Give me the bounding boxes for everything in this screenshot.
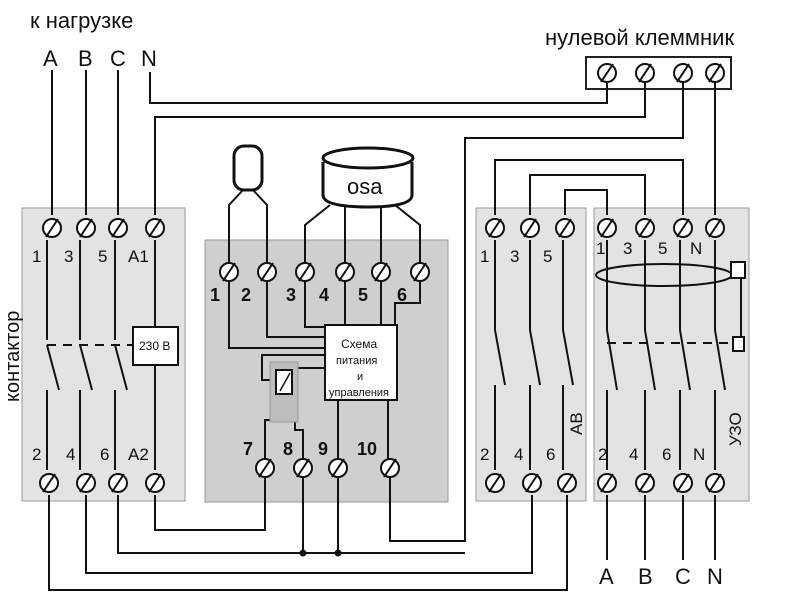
breaker-top-3: 3 xyxy=(510,247,519,266)
terminal-screw xyxy=(597,473,617,493)
terminal-screw xyxy=(371,262,391,282)
load-phase-c: C xyxy=(110,46,126,71)
contactor-label: контактор xyxy=(2,311,24,402)
rcd-bottom-6: 6 xyxy=(662,445,671,464)
contactor-bottom-6: 6 xyxy=(100,445,109,464)
terminal-screw xyxy=(76,218,96,238)
control-box-line-2: питания xyxy=(336,355,377,367)
terminal-screw xyxy=(328,458,348,478)
rcd-sensor-coil xyxy=(730,261,746,279)
contactor-top-1: 1 xyxy=(32,247,41,266)
relay-bottom-9: 9 xyxy=(318,439,328,459)
load-phase-b: B xyxy=(78,46,93,71)
rcd-top-1: 1 xyxy=(596,239,605,258)
control-box-line-3: и xyxy=(357,371,363,383)
terminal-screw xyxy=(673,473,693,493)
relay-top-5: 5 xyxy=(358,285,368,305)
breaker-top-1: 1 xyxy=(480,247,489,266)
terminal-screw xyxy=(410,262,430,282)
terminal-screw xyxy=(485,218,505,238)
relay-top-2: 2 xyxy=(241,285,251,305)
terminal-screw xyxy=(39,473,59,493)
terminal-screw xyxy=(597,218,617,238)
terminal-screw xyxy=(380,458,400,478)
breaker-label: АВ xyxy=(567,412,586,435)
contactor-bottom-2: 2 xyxy=(32,445,41,464)
osa-label: osa xyxy=(347,174,383,199)
rcd-top-3: 3 xyxy=(623,239,632,258)
junction-dot xyxy=(299,549,307,557)
terminal-screw xyxy=(635,218,655,238)
terminal-screws xyxy=(39,63,725,493)
terminal-screw xyxy=(42,218,62,238)
terminal-screw xyxy=(597,63,617,83)
relay-top-1: 1 xyxy=(210,285,220,305)
rcd-bottom-2: 2 xyxy=(598,445,607,464)
relay-top-3: 3 xyxy=(286,285,296,305)
breaker-bottom-4: 4 xyxy=(514,445,523,464)
terminal-screw xyxy=(255,458,275,478)
terminal-screw xyxy=(635,63,655,83)
contactor-bottom-a2: A2 xyxy=(128,445,149,464)
terminal-screw xyxy=(293,458,313,478)
contactor-top-5: 5 xyxy=(98,247,107,266)
terminal-screw xyxy=(705,218,725,238)
relay-bottom-8: 8 xyxy=(283,439,293,459)
rcd-trip xyxy=(732,336,745,352)
terminal-screw xyxy=(555,218,575,238)
terminal-screw xyxy=(705,473,725,493)
coil-box xyxy=(132,326,179,366)
terminal-screw xyxy=(108,473,128,493)
neutral-block-label: нулевой клеммник xyxy=(545,25,734,50)
rcd-top-5: 5 xyxy=(658,239,667,258)
junction-dot xyxy=(334,549,342,557)
relay-bottom-10: 10 xyxy=(357,439,377,459)
terminal-screw xyxy=(257,262,277,282)
terminal-screw xyxy=(219,262,239,282)
level-sensor xyxy=(232,144,264,192)
relay-bottom-7: 7 xyxy=(243,439,253,459)
contactor-bottom-4: 4 xyxy=(66,445,75,464)
supply-phase-c: C xyxy=(675,564,691,589)
breaker-bottom-2: 2 xyxy=(480,445,489,464)
contactor-top-a1: A1 xyxy=(128,247,149,266)
terminal-screw xyxy=(673,63,693,83)
control-box-line-4: управления xyxy=(329,387,389,399)
terminal-screw xyxy=(635,473,655,493)
supply-phase-n: N xyxy=(707,564,723,589)
relay-top-6: 6 xyxy=(397,285,407,305)
terminal-screw xyxy=(76,473,96,493)
terminal-screw xyxy=(673,218,693,238)
supply-phase-a: A xyxy=(599,564,614,589)
terminal-screw xyxy=(705,63,725,83)
load-phase-a: A xyxy=(43,46,58,71)
contactor-top-3: 3 xyxy=(64,247,73,266)
terminal-screw xyxy=(485,473,505,493)
rcd-bottom-n: N xyxy=(693,445,705,464)
control-box xyxy=(324,324,398,401)
terminal-screw xyxy=(295,262,315,282)
terminal-screw xyxy=(522,473,542,493)
terminal-screw xyxy=(108,218,128,238)
rcd-label: УЗО xyxy=(726,412,745,446)
rcd-top-n: N xyxy=(690,239,702,258)
load-phase-n: N xyxy=(141,46,157,71)
osa-sensor xyxy=(321,146,415,209)
terminal-screw xyxy=(557,473,577,493)
rcd-bottom-4: 4 xyxy=(629,445,638,464)
control-box-line-1: Схема xyxy=(341,337,377,351)
terminal-screw xyxy=(145,473,165,493)
terminal-screw xyxy=(145,218,165,238)
coil-voltage: 230 В xyxy=(139,339,170,353)
supply-phase-b: B xyxy=(638,564,653,589)
rcd-module xyxy=(593,207,750,502)
to-load-label: к нагрузке xyxy=(30,8,133,33)
terminal-screw xyxy=(520,218,540,238)
breaker-top-5: 5 xyxy=(543,247,552,266)
relay-top-4: 4 xyxy=(319,285,329,305)
breaker-bottom-6: 6 xyxy=(546,445,555,464)
terminal-screw xyxy=(335,262,355,282)
